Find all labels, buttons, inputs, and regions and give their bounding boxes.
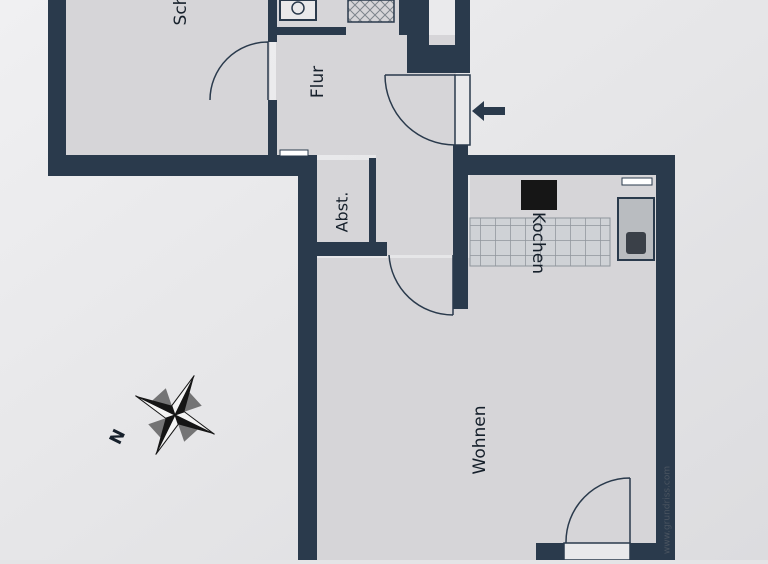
door-wohnen xyxy=(388,254,454,316)
room-label-abstellraum: Abst. xyxy=(333,192,352,233)
wall-schlafen-right-bottom xyxy=(268,100,277,176)
wall-bottom-right-stub xyxy=(630,543,656,560)
washbasin-icon xyxy=(279,0,317,21)
wall-shaft-bottom xyxy=(407,45,470,73)
wall-schlafen-left xyxy=(48,0,66,176)
room-label-schlafen: Sch xyxy=(171,0,191,25)
door-balcony xyxy=(565,477,631,544)
kitchen-window-icon xyxy=(621,177,653,186)
wall-bad-bottom-left xyxy=(276,27,346,35)
wall-openings xyxy=(279,74,631,561)
arrow-left-icon xyxy=(472,101,505,121)
wall-bad-right xyxy=(399,0,407,35)
room-label-kochen: Kochen xyxy=(528,212,548,274)
flur-floor-lower xyxy=(376,155,456,255)
kitchen-fixtures xyxy=(469,177,655,267)
walls xyxy=(48,0,675,560)
door-schlafen xyxy=(209,41,269,101)
wall-schlafen-right-top xyxy=(268,0,277,42)
wall-bottom-left-stub xyxy=(536,543,564,560)
wohnen-floor xyxy=(317,258,656,560)
kitchen-tile-wall xyxy=(470,218,610,266)
door-entrance xyxy=(384,74,456,146)
balcony-door-frame xyxy=(563,542,631,561)
wall-kitchen-top xyxy=(453,155,675,175)
abstellraum-floor xyxy=(317,160,375,242)
wall-wohnen-left xyxy=(298,155,317,560)
shower-icon xyxy=(347,0,395,23)
wall-flur-right xyxy=(453,145,468,309)
entrance-door-frame xyxy=(454,74,471,146)
watermark-text: www.grundriss.com xyxy=(663,466,673,554)
wall-abst-bottom xyxy=(317,242,387,256)
bathroom-fixtures xyxy=(279,0,395,23)
kitchen-tile-border xyxy=(469,217,611,267)
wall-schlafen-bottom xyxy=(48,155,316,176)
wall-abst-right xyxy=(369,158,376,242)
wall-right xyxy=(656,155,675,560)
compass-rose-icon xyxy=(135,375,215,455)
schlafen-floor xyxy=(66,0,270,155)
room-label-wohnen: Wohnen xyxy=(470,406,490,475)
room-label-flur: Flur xyxy=(308,66,328,98)
door-swings xyxy=(209,41,631,544)
basin-drain-icon xyxy=(291,1,305,15)
stove-icon xyxy=(521,180,557,210)
opening-flur-bottom xyxy=(279,149,309,157)
sink-basin-icon xyxy=(626,232,646,254)
